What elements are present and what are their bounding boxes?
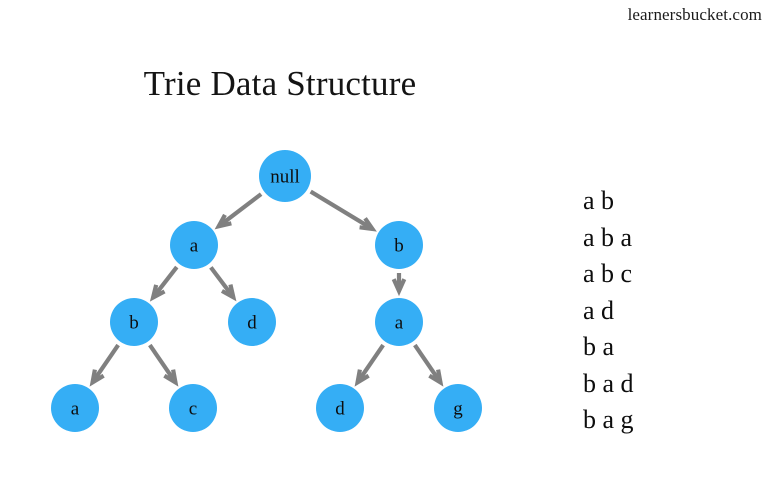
word-list-item: a b a [583,222,633,252]
page-title: Trie Data Structure [143,64,417,103]
word-list-item: a b [583,186,615,215]
tree-node-d[interactable]: d [316,384,364,432]
node-label: null [270,167,300,188]
node-circle[interactable] [110,298,158,346]
node-circle[interactable] [434,384,482,432]
arrow-head-icon [428,369,444,387]
arrow-head-icon [214,213,232,230]
word-list-item: b a [583,332,615,361]
arrow-head-icon [149,284,166,302]
node-label: b [394,236,404,257]
word-list-item: b a g [583,405,634,434]
node-circle[interactable] [375,298,423,346]
tree-node-a[interactable]: a [170,221,218,269]
tree-nodes-layer: null a b b d a a c d g [51,150,482,432]
arrow-head-icon [391,278,407,297]
word-list-item: b a d [583,368,634,398]
tree-edge [209,266,237,302]
tree-node-null[interactable]: null [259,150,311,202]
node-circle[interactable] [259,150,311,202]
tree-node-b[interactable]: b [375,221,423,269]
tree-edge [309,189,377,232]
node-label: b [129,313,139,334]
node-circle[interactable] [169,384,217,432]
tree-edge [89,343,120,387]
node-label: d [247,313,257,334]
arrow-head-icon [163,369,179,387]
tree-node-a[interactable]: a [375,298,423,346]
arrow-head-icon [89,369,105,387]
node-label: a [395,313,404,334]
arrow-head-icon [220,284,237,302]
tree-node-d[interactable]: d [228,298,276,346]
node-circle[interactable] [51,384,99,432]
node-label: d [335,399,345,420]
node-label: a [71,399,80,420]
site-watermark: learnersbucket.com [627,5,762,24]
tree-edge [149,265,179,302]
word-list-item: a b c [583,259,633,288]
node-circle[interactable] [316,384,364,432]
tree-edge [214,192,263,230]
tree-edge [391,273,407,297]
tree-edge [413,343,444,387]
tree-edges-layer [89,189,444,387]
tree-node-c[interactable]: c [169,384,217,432]
arrow-head-icon [354,369,370,387]
node-label: c [189,399,197,420]
tree-node-b[interactable]: b [110,298,158,346]
node-circle[interactable] [228,298,276,346]
tree-edge [148,343,179,387]
trie-diagram: null a b b d a a c d g [51,150,482,432]
word-list: a b a b a a b c a d b a b a d b a g [583,183,758,439]
tree-edge [354,343,385,387]
arrow-head-icon [359,217,377,232]
tree-node-a[interactable]: a [51,384,99,432]
word-list-item: a d [583,295,615,325]
node-label: a [190,236,199,257]
tree-node-g[interactable]: g [434,384,482,432]
node-circle[interactable] [170,221,218,269]
node-label: g [453,399,463,420]
node-circle[interactable] [375,221,423,269]
